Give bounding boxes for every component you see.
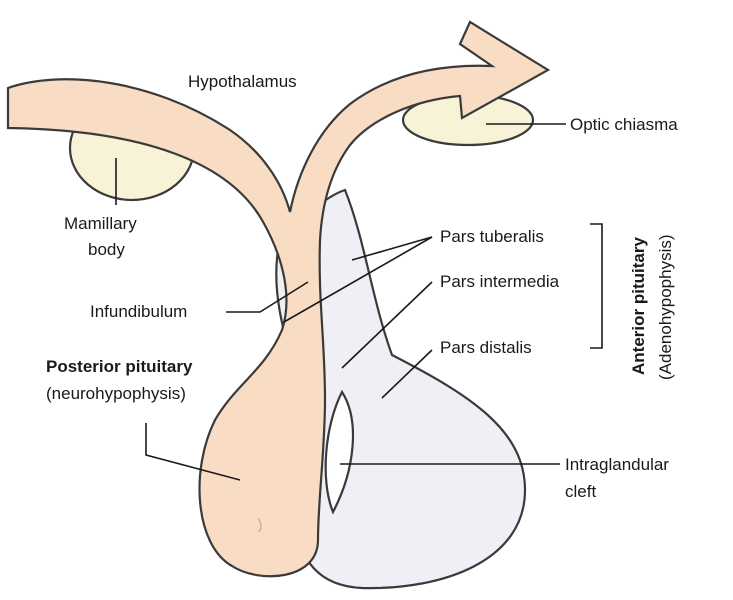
pars-tuberalis-leader-1 (351, 236, 433, 261)
posterior-lobe-mark (257, 517, 262, 533)
label-intraglandular-line2: cleft (565, 482, 596, 501)
pars-distalis-leader (381, 349, 433, 399)
label-anterior-pituitary: Anterior pituitary (629, 237, 648, 375)
label-infundibulum: Infundibulum (90, 302, 187, 321)
label-posterior-pituitary: Posterior pituitary (46, 357, 193, 376)
label-pars-tuberalis: Pars tuberalis (440, 227, 544, 246)
label-mamillary-line2: body (88, 240, 125, 259)
pars-tuberalis-leader-2 (283, 236, 433, 323)
intraglandular-cleft-shape (324, 389, 355, 515)
label-pars-intermedia: Pars intermedia (440, 272, 560, 291)
hypothalamus-band-shape (6, 20, 551, 578)
label-adenohypophysis: (Adenohypophysis) (656, 234, 675, 380)
label-hypothalamus: Hypothalamus (188, 72, 297, 91)
label-optic-chiasma: Optic chiasma (570, 115, 678, 134)
label-neurohypophysis: (neurohypophysis) (46, 384, 186, 403)
infundibulum-leader (226, 281, 309, 313)
pars-intermedia-leader (341, 281, 433, 369)
anterior-pituitary-bracket (590, 223, 603, 349)
label-pars-distalis: Pars distalis (440, 338, 532, 357)
label-mamillary-line1: Mamillary (64, 214, 137, 233)
posterior-pituitary-leader (145, 423, 241, 481)
label-intraglandular-line1: Intraglandular (565, 455, 669, 474)
